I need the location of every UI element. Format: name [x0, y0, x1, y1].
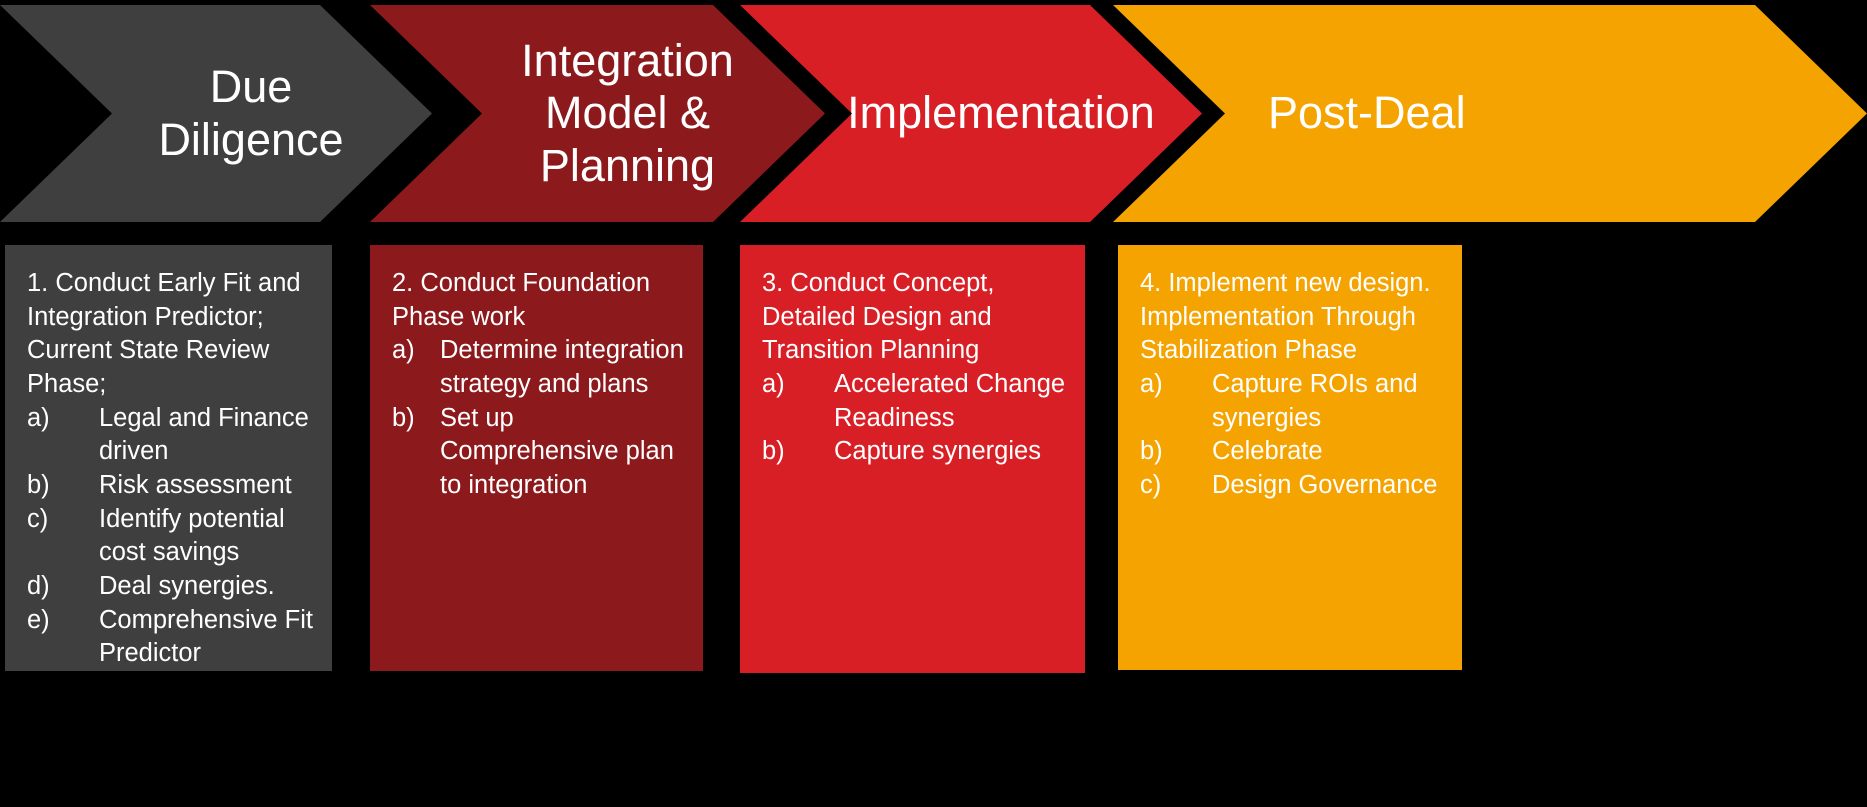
list-item: b) Capture synergies	[762, 435, 1075, 469]
phase-detail-heading: 3. Conduct Concept, Detailed Design and …	[762, 269, 995, 365]
phase-chevron-label: Post-Deal	[1268, 87, 1466, 139]
list-item-marker: b)	[27, 470, 50, 499]
list-item-text: Celebrate	[1212, 437, 1323, 466]
list-item: a) Capture ROIs and synergies	[1140, 368, 1452, 435]
list-item-text: Legal and Finance driven	[99, 403, 309, 466]
list-item-text: Risk assessment	[99, 470, 292, 499]
list-item-marker: b)	[1140, 437, 1163, 466]
phase-detail-heading: 1. Conduct Early Fit and Integration Pre…	[27, 269, 301, 398]
list-item: c) Identify potential cost savings	[27, 503, 322, 570]
list-item-marker: a)	[762, 369, 785, 398]
list-item-text: Comprehensive Fit Predictor	[99, 605, 313, 668]
list-item: c) Design Governance	[1140, 469, 1452, 503]
list-item-text: Set up Comprehensive plan to integration	[440, 403, 674, 499]
list-item-marker: c)	[27, 504, 49, 533]
list-item-marker: b)	[392, 403, 415, 432]
phase-detail-heading: 2. Conduct Foundation Phase work	[392, 269, 651, 331]
list-item: e) Comprehensive Fit Predictor	[27, 604, 322, 671]
phase-detail-box-implementation: 3. Conduct Concept, Detailed Design and …	[740, 245, 1085, 673]
list-item: a) Legal and Finance driven	[27, 402, 322, 469]
list-item: b) Set up Comprehensive plan to integrat…	[392, 402, 693, 503]
phase-detail-list: a) Determine integration strategy and pl…	[392, 334, 693, 502]
list-item-text: Deal synergies.	[99, 571, 275, 600]
phase-chevron-post-deal[interactable]: Post-Deal	[1113, 5, 1867, 222]
phase-detail-heading: 4. Implement new design. Implementation …	[1140, 269, 1431, 365]
phase-chevron-label: Implementation	[847, 87, 1155, 139]
phase-detail-list: a) Capture ROIs and synergies b) Celebra…	[1140, 368, 1452, 503]
list-item-marker: b)	[762, 437, 785, 466]
list-item: b) Celebrate	[1140, 435, 1452, 469]
list-item: a) Determine integration strategy and pl…	[392, 334, 693, 401]
phase-chevron-label: Due Diligence	[158, 61, 344, 165]
list-item-text: Determine integration strategy and plans	[440, 336, 684, 398]
list-item: b) Risk assessment	[27, 469, 322, 503]
list-item-marker: a)	[392, 336, 415, 365]
phase-detail-box-post-deal: 4. Implement new design. Implementation …	[1118, 245, 1462, 670]
phase-chevron-due-diligence[interactable]: Due Diligence	[0, 5, 432, 222]
list-item-text: Identify potential cost savings	[99, 504, 285, 567]
phase-detail-box-due-diligence: 1. Conduct Early Fit and Integration Pre…	[5, 245, 332, 671]
phase-detail-list: a) Accelerated Change Readiness b) Captu…	[762, 368, 1075, 469]
list-item: d) Deal synergies.	[27, 570, 322, 604]
list-item-text: Capture synergies	[834, 437, 1041, 466]
list-item-text: Accelerated Change Readiness	[834, 369, 1066, 432]
list-item-marker: e)	[27, 605, 50, 634]
phase-detail-box-integration-model-and-planning: 2. Conduct Foundation Phase work a) Dete…	[370, 245, 703, 671]
phase-detail-list: a) Legal and Finance driven b) Risk asse…	[27, 402, 322, 671]
list-item-marker: c)	[1140, 470, 1162, 499]
list-item-text: Capture ROIs and synergies	[1212, 369, 1418, 432]
phase-chevron-label: Integration Model & Planning	[521, 35, 734, 191]
list-item-marker: d)	[27, 571, 50, 600]
list-item-marker: a)	[1140, 369, 1163, 398]
phase-chevron-integration-model-and-planning[interactable]: Integration Model & Planning	[370, 5, 825, 222]
list-item: a) Accelerated Change Readiness	[762, 368, 1075, 435]
phase-chevron-band: Due Diligence Integration Model & Planni…	[0, 0, 1867, 232]
list-item-marker: a)	[27, 403, 50, 432]
list-item-text: Design Governance	[1212, 470, 1438, 499]
